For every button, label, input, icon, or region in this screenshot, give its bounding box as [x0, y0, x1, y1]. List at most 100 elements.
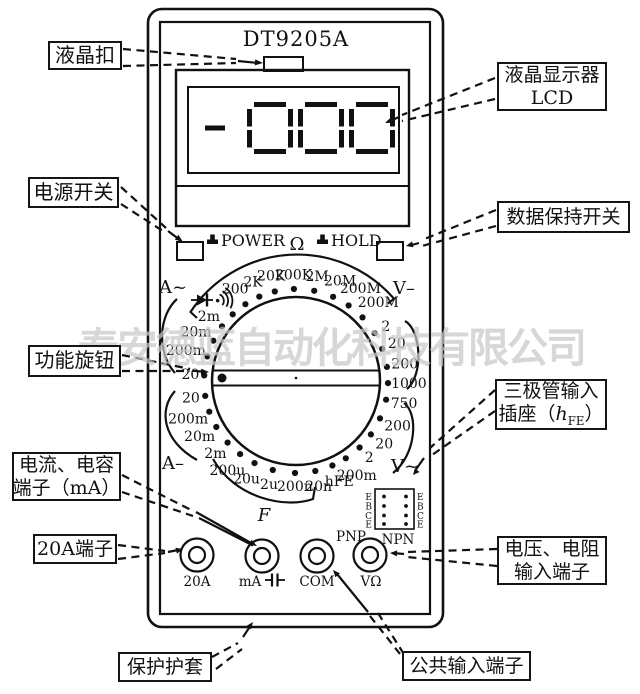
dial-range-label: 200M: [358, 295, 399, 311]
dial-position-dot: [256, 293, 263, 300]
npn-label: NPN: [382, 532, 415, 548]
callout-power-switch-label: 电源开关: [33, 179, 114, 204]
leader-data-hold: [406, 208, 497, 248]
dial-range-label: 200: [384, 419, 411, 435]
terminal-com[interactable]: [299, 538, 335, 574]
ohm-symbol: Ω: [290, 234, 305, 255]
callout-data-hold-switch: 数据保持开关: [497, 201, 630, 233]
lcd-segment: [339, 130, 344, 148]
callout-common-terminal: 公共输入端子: [402, 651, 531, 681]
power-button[interactable]: [176, 241, 204, 261]
dial-range-label: 200: [222, 281, 249, 297]
dial-range-label: 200M: [340, 281, 381, 297]
lcd-segment: [356, 102, 388, 107]
callout-line: 三极管输入: [503, 380, 599, 403]
dial-position-dot: [376, 415, 384, 422]
meter-inner-panel: [158, 20, 432, 616]
dial-range-label: 200n: [277, 479, 313, 495]
section-label-dc-voltage: V–: [392, 278, 415, 299]
lcd-segment: [254, 102, 286, 107]
lcd-segment: [305, 102, 337, 107]
callout-line: LCD: [530, 86, 574, 109]
dial-range-label: 20m: [184, 429, 215, 445]
dial-range-label: 2u: [260, 477, 278, 493]
dial-position-dot: [329, 462, 336, 469]
terminal-20a[interactable]: [179, 537, 215, 573]
lcd-segment: [349, 109, 354, 127]
dial-range-label: 200m: [337, 468, 377, 484]
lcd-segment: [205, 125, 225, 131]
lcd-segment: [298, 109, 303, 127]
power-button-icon: [207, 234, 218, 244]
dial-position-dot: [311, 287, 318, 294]
callout-protective-sleeve: 保护护套: [118, 652, 212, 682]
dial-position-dot: [383, 363, 390, 370]
callout-function-knob: 功能旋钮: [28, 345, 121, 377]
dc-voltage-bracket: [404, 320, 420, 390]
section-label-ac-voltage: V~: [390, 456, 419, 477]
pin-label: E: [365, 521, 372, 531]
terminal-ma[interactable]: [244, 538, 280, 574]
hold-button[interactable]: [376, 241, 404, 261]
dial-position-dot: [213, 423, 220, 431]
dial-position-dot: [384, 380, 392, 387]
dial-position-dot: [291, 469, 299, 477]
lcd-segment: [305, 149, 337, 154]
dial-position-dot: [229, 311, 236, 318]
dial-range-label: 200: [391, 357, 418, 373]
dial-range-label: 2m: [198, 309, 220, 325]
dial-position-dot: [218, 323, 226, 330]
dial-range-label: 20u: [233, 471, 260, 487]
dial-position-dot: [379, 345, 386, 352]
pin-label: E: [417, 521, 424, 531]
dial-position-dot: [242, 301, 249, 308]
buzzer-icon: [215, 287, 234, 309]
section-label-dc-current: A–: [161, 453, 184, 474]
callout-line: 插座（hFE）: [498, 402, 604, 428]
hfe-socket[interactable]: [374, 488, 415, 530]
terminal-label-vohm: VΩ: [360, 574, 382, 590]
dial-position-dot: [237, 451, 244, 458]
dial-position-dot: [342, 455, 349, 462]
pnp-label: PNP: [336, 529, 366, 545]
knob-center-dot: [294, 376, 298, 380]
leader-hfe-socket: [413, 389, 496, 475]
leader-20a-terminal: [117, 543, 183, 561]
callout-common-terminal-label: 公共输入端子: [409, 654, 524, 677]
dial-range-label: 2: [381, 319, 390, 335]
pin-label: E: [365, 493, 372, 503]
dial-position-dot: [359, 314, 366, 321]
dial-range-label: 20: [388, 336, 406, 352]
callout-line: 端子（mA）: [12, 476, 121, 499]
terminal-vohm[interactable]: [352, 537, 388, 573]
lcd-segment: [288, 109, 293, 127]
hfe-socket-pins: [382, 494, 408, 526]
callout-current-capacitance-terminal: 电流、电容 端子（mA）: [12, 452, 121, 501]
dial-range-label: 200K: [275, 268, 313, 284]
dial-range-label: 20m: [180, 325, 211, 341]
function-knob[interactable]: [210, 295, 382, 467]
dial-position-dot: [345, 302, 352, 309]
pin-label: C: [417, 512, 424, 522]
lcd-digits: [205, 102, 395, 154]
callout-lcd-clip-label: 液晶扣: [55, 42, 115, 67]
dial-position-dot: [367, 431, 374, 438]
dial-position-dot: [312, 467, 319, 475]
callout-lcd-clip: 液晶扣: [48, 41, 122, 70]
dial-range-label: 1000: [391, 376, 427, 392]
ac-current-bracket: [161, 298, 178, 374]
lcd-display: [187, 86, 400, 174]
lcd-segment: [247, 109, 252, 127]
lcd-panel: [174, 68, 411, 228]
callout-line: 电流、电容: [18, 454, 114, 477]
leader-power-switch: [120, 186, 183, 242]
lcd-segment: [247, 130, 252, 148]
callout-line: 液晶显示器: [504, 64, 600, 87]
dial-range-label: 20: [182, 391, 200, 407]
section-label-ac-current: A~: [158, 277, 187, 298]
dial-range-label: 2K: [243, 275, 263, 291]
pin-label: C: [365, 512, 372, 522]
leader-lcd: [385, 76, 496, 123]
dial-position-dot: [330, 293, 337, 300]
